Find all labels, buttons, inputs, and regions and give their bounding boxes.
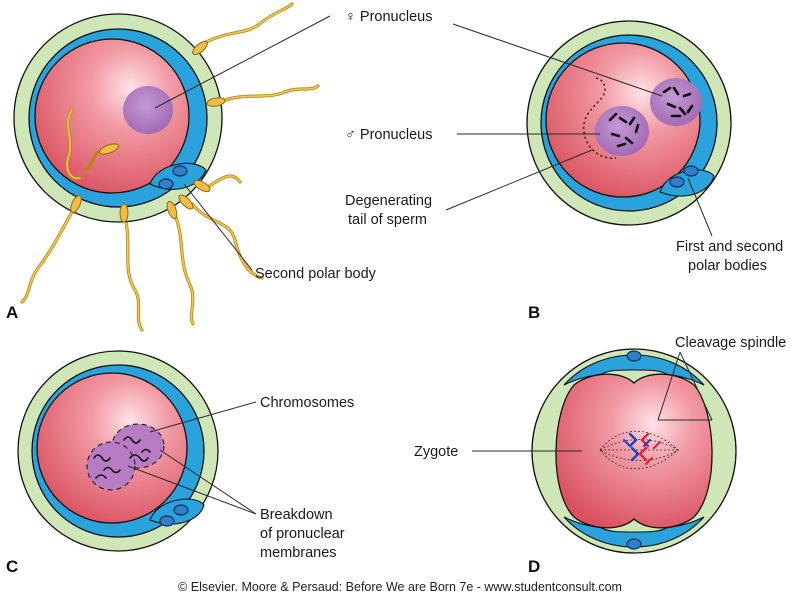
panel-label-c: C — [6, 557, 18, 576]
merging-pronuclei — [86, 423, 165, 491]
degenerating-tail — [583, 77, 617, 159]
leader-line — [159, 449, 257, 515]
label-breakdown-2: of pronuclear — [260, 526, 345, 542]
chromosomes-blue — [628, 432, 640, 462]
label-second-polar-body: Second polar body — [255, 266, 377, 282]
leader-line — [687, 177, 713, 237]
panel-b: B — [445, 20, 732, 322]
sperm-head — [99, 143, 119, 155]
label-zygote: Zygote — [414, 444, 458, 460]
label-polar-bodies-1: First and second — [676, 239, 783, 255]
panel-a: A — [6, 2, 331, 332]
male-pronucleus — [595, 106, 649, 156]
label-chromosomes: Chromosomes — [260, 395, 354, 411]
panel-label-a: A — [6, 303, 18, 322]
female-pronucleus — [650, 78, 702, 126]
chromosomes — [608, 86, 694, 148]
chromosomes — [93, 436, 151, 479]
label-degenerating-2: tail of sperm — [348, 212, 427, 228]
panel-d: D — [472, 348, 737, 576]
panel-label-b: B — [528, 303, 540, 322]
copyright-credit: © Elsevier. Moore & Persaud: Before We a… — [178, 580, 622, 594]
polar-body — [626, 538, 642, 550]
polar-body — [669, 176, 685, 188]
leader-line — [657, 351, 681, 421]
polar-body — [159, 515, 175, 527]
label-breakdown-3: membranes — [260, 545, 337, 561]
sperm-heads — [70, 40, 226, 223]
leader-line — [149, 401, 257, 433]
polar-body — [158, 178, 174, 190]
sperm-tail — [83, 150, 100, 172]
panel-label-d: D — [528, 557, 540, 576]
cleavage-spindle — [599, 430, 679, 470]
sperm-tails — [20, 2, 320, 332]
leader-line — [445, 149, 593, 211]
label-cleavage-spindle: Cleavage spindle — [675, 335, 786, 351]
panel-c: C — [6, 350, 257, 576]
polar-body — [172, 165, 188, 177]
leader-line — [183, 183, 253, 271]
label-polar-bodies-2: polar bodies — [688, 258, 767, 274]
leader-line — [127, 465, 257, 515]
polar-body — [683, 165, 699, 177]
leader-line — [452, 23, 663, 97]
label-female-pronucleus: ♀ Pronucleus — [345, 9, 432, 25]
polar-body — [173, 504, 189, 516]
female-pronucleus — [123, 86, 173, 134]
polar-body — [626, 350, 642, 362]
labels: ♀ Pronucleus ♂ Pronucleus Degenerating t… — [255, 9, 786, 561]
label-male-pronucleus: ♂ Pronucleus — [345, 127, 432, 143]
label-breakdown-1: Breakdown — [260, 507, 333, 523]
oocyte — [34, 38, 190, 194]
label-degenerating-1: Degenerating — [345, 193, 432, 209]
leader-line — [154, 15, 331, 109]
leader-line — [679, 351, 713, 421]
